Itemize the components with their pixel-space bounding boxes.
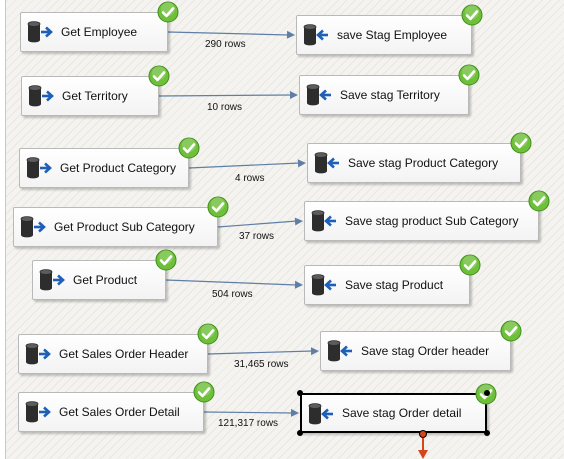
data-path-3[interactable]	[188, 159, 306, 169]
ole-db-destination-icon	[303, 24, 329, 46]
success-check-icon	[155, 249, 177, 271]
success-check-icon	[528, 190, 550, 212]
success-check-icon	[461, 4, 483, 26]
success-check-icon	[148, 65, 170, 87]
task-label: Get Territory	[62, 89, 128, 103]
task-label: Save stag Territory	[340, 88, 440, 102]
task-label: save Stag Employee	[337, 28, 448, 42]
success-check-icon	[459, 254, 481, 276]
destination-task-2[interactable]: Save stag Territory	[299, 64, 480, 115]
error-output-arrow[interactable]	[418, 435, 428, 459]
task-label: Save stag Product	[345, 278, 444, 292]
success-check-icon	[500, 320, 522, 342]
source-task-1[interactable]: Get Employee	[20, 1, 179, 52]
source-task-5[interactable]: Get Product	[32, 249, 177, 300]
destination-task-3[interactable]: Save stag Product Category	[307, 132, 532, 183]
ole-db-source-icon	[25, 401, 51, 423]
data-path-6[interactable]	[207, 347, 319, 356]
task-label: Get Employee	[61, 25, 138, 39]
row-count-label: 290 rows	[205, 39, 246, 50]
destination-task-5[interactable]: Save stag Product	[304, 254, 481, 305]
source-task-7[interactable]: Get Sales Order Detail	[18, 381, 215, 432]
row-count-label: 121,317 rows	[218, 418, 279, 429]
success-check-icon	[197, 323, 219, 345]
task-label: Get Product Sub Category	[54, 220, 195, 234]
ole-db-destination-icon	[308, 403, 334, 425]
task-label: Save stag Order detail	[342, 406, 462, 420]
success-check-icon	[207, 196, 229, 218]
ole-db-destination-icon	[311, 274, 337, 296]
destination-task-1[interactable]: save Stag Employee	[296, 4, 483, 55]
task-label: Get Sales Order Detail	[59, 405, 180, 419]
destination-task-7[interactable]: Save stag Order detail	[300, 383, 497, 433]
ole-db-source-icon	[27, 21, 53, 43]
ole-db-source-icon	[28, 85, 54, 107]
canvas-left-border	[0, 0, 6, 459]
data-path-2[interactable]	[158, 91, 298, 100]
task-label: Save stag Product Category	[348, 156, 499, 170]
success-check-icon	[193, 381, 215, 403]
ole-db-destination-icon	[314, 152, 340, 174]
source-task-4[interactable]: Get Product Sub Category	[13, 196, 229, 247]
task-label: Get Product	[73, 273, 138, 287]
data-path-7[interactable]	[203, 408, 299, 417]
data-path-1[interactable]	[167, 30, 295, 39]
source-task-6[interactable]: Get Sales Order Header	[18, 323, 219, 374]
selection-handle-4[interactable]	[484, 430, 490, 436]
ole-db-source-icon	[26, 157, 52, 179]
success-check-icon	[510, 132, 532, 154]
row-count-label: 37 rows	[239, 231, 275, 242]
source-task-3[interactable]: Get Product Category	[19, 137, 200, 188]
ole-db-source-icon	[39, 269, 65, 291]
selection-handle-3[interactable]	[297, 430, 303, 436]
destination-task-6[interactable]: Save stag Order header	[320, 320, 522, 371]
ole-db-source-icon	[25, 343, 51, 365]
data-path-5[interactable]	[165, 279, 303, 289]
task-label: Get Sales Order Header	[59, 347, 189, 361]
task-label: Save stag Order header	[361, 344, 490, 358]
error-output-connector[interactable]	[419, 430, 427, 438]
row-count-label: 4 rows	[235, 173, 265, 184]
success-check-icon	[157, 1, 179, 23]
ole-db-source-icon	[20, 216, 46, 238]
ole-db-destination-icon	[306, 84, 332, 106]
success-check-icon	[178, 137, 200, 159]
selection-handle-2[interactable]	[484, 390, 490, 396]
ole-db-destination-icon	[311, 210, 337, 232]
selection-handle-1[interactable]	[297, 390, 303, 396]
destination-task-4[interactable]: Save stag product Sub Category	[304, 190, 550, 241]
ole-db-destination-icon	[327, 340, 353, 362]
success-check-icon	[458, 64, 480, 86]
task-label: Save stag product Sub Category	[345, 214, 519, 228]
row-count-label: 31,465 rows	[234, 359, 289, 370]
row-count-label: 10 rows	[207, 102, 243, 113]
task-label: Get Product Category	[60, 161, 177, 175]
source-task-2[interactable]: Get Territory	[21, 65, 170, 116]
row-count-label: 504 rows	[212, 289, 253, 300]
data-path-4[interactable]	[217, 217, 303, 228]
